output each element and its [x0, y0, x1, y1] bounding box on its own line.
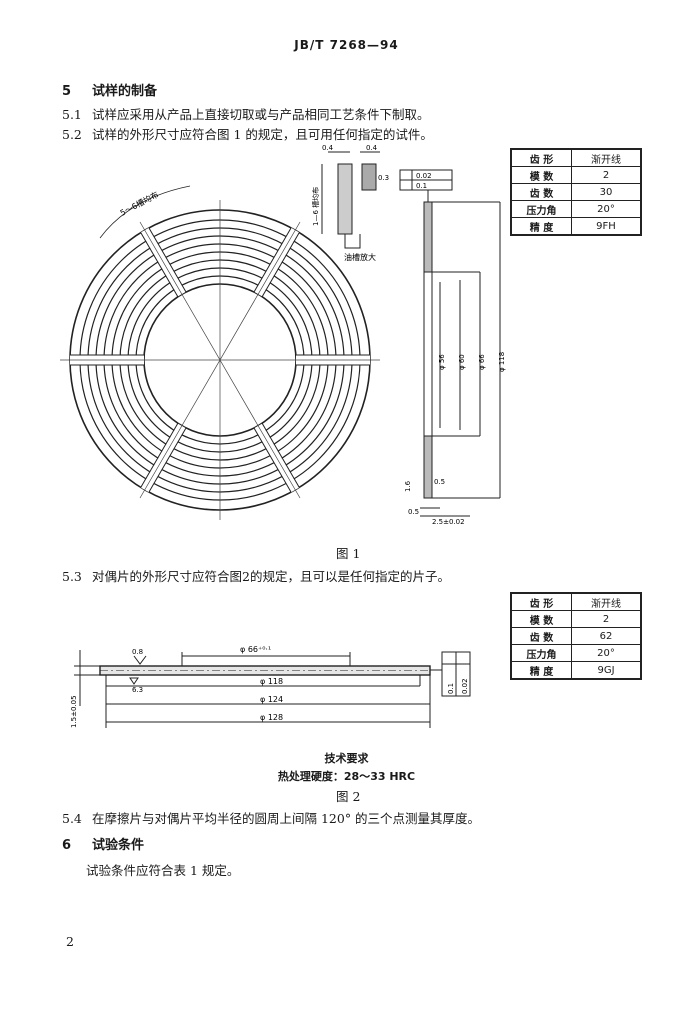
section-title: 试样的制备 [92, 84, 158, 99]
tol-value: 0.1 [447, 683, 455, 694]
figure-2-drawing: φ 66⁺⁰·¹ φ 118 φ 124 φ 128 0.8 6.3 1.5±0… [70, 645, 471, 728]
section-number: 6 [62, 838, 72, 853]
dim-thickness: 2.5±0.02 [432, 518, 465, 526]
dim-d128: φ 128 [260, 713, 283, 722]
dim-d56: φ 56 [438, 354, 446, 370]
groove-detail [321, 151, 380, 249]
dim-d118: φ 118 [498, 352, 506, 372]
dim-d60: φ 60 [458, 354, 466, 370]
tech-req-text: 热处理硬度：28～33 HRC [277, 770, 416, 783]
para-number: 5.1 [62, 107, 82, 122]
para-5-4: 5.4 在摩擦片与对偶片平均半径的圆周上间隔 120° 的三个点测量其厚度。 [62, 808, 480, 827]
dim-label: 0.3 [378, 174, 389, 182]
dim-63: 6.3 [132, 686, 143, 694]
para-5-1: 5.1 试样应采用从产品上直接切取或与产品相同工艺条件下制取。 [62, 104, 430, 123]
para-number: 5.4 [62, 811, 82, 826]
tol-value: 0.02 [416, 172, 432, 180]
para-text: 试样的外形尺寸应符合图 1 的规定，且可用任何指定的试件。 [92, 127, 433, 142]
para-text: 在摩擦片与对偶片平均半径的圆周上间隔 120° 的三个点测量其厚度。 [92, 811, 481, 826]
dim-05b: 0.5 [434, 478, 445, 486]
mating-plate-side [74, 650, 471, 728]
disc-side-section [420, 190, 501, 517]
dim-side: 1.6 [404, 480, 412, 492]
para-text: 试样应采用从产品上直接切取或与产品相同工艺条件下制取。 [92, 107, 430, 122]
dim-d66: φ 66⁺⁰·¹ [240, 645, 271, 654]
detail-label: 油槽放大 [344, 252, 376, 262]
dim-05a: 0.5 [408, 508, 419, 516]
table-row: 齿 形渐开线 [510, 148, 642, 167]
para-text: 对偶片的外形尺寸应符合图2的规定，且可以是任何指定的片子。 [92, 569, 450, 584]
para-5-3: 5.3 对偶片的外形尺寸应符合图2的规定，且可以是任何指定的片子。 [62, 566, 450, 585]
tolerance-frame [399, 169, 453, 191]
dim-d124: φ 124 [260, 695, 283, 704]
section-5-heading: 5 试样的制备 [62, 80, 157, 99]
section-title: 试验条件 [92, 838, 145, 853]
para-number: 5.3 [62, 569, 82, 584]
figure-2-caption: 图 2 [336, 789, 361, 804]
groove-label: 5～6槽均布 [118, 189, 160, 218]
table-row: 齿 形渐开线 [510, 592, 642, 611]
tech-req-title: 技术要求 [324, 752, 369, 765]
para-number: 5.2 [62, 127, 82, 142]
section-number: 5 [62, 84, 72, 99]
dim-label: 0.4 [366, 144, 378, 152]
dim-label: 0.4 [322, 144, 334, 152]
dim-d66: φ 66 [478, 354, 486, 370]
dim-thickness: 1.5±0.05 [70, 695, 78, 728]
para-6: 试验条件应符合表 1 规定。 [86, 863, 240, 878]
detail-side-label: 1—6 槽均布 [311, 187, 320, 226]
figure-1-caption: 图 1 [336, 546, 361, 561]
para-5-2: 5.2 试样的外形尺寸应符合图 1 的规定，且可用任何指定的试件。 [62, 124, 433, 143]
tol-value: 0.02 [461, 678, 469, 694]
figure-1-drawing: 5～6槽均布 0.4 0.4 0.3 1—6 槽均布 油槽放大 0.02 0.1 [60, 144, 506, 526]
friction-disc-face [60, 185, 380, 520]
dim-08: 0.8 [132, 648, 143, 656]
tol-value: 0.1 [416, 182, 427, 190]
section-6-heading: 6 试验条件 [62, 834, 144, 853]
page-header: JB/T 7268—94 [294, 38, 399, 52]
dim-d118: φ 118 [260, 677, 283, 686]
page-number: 2 [66, 934, 74, 949]
